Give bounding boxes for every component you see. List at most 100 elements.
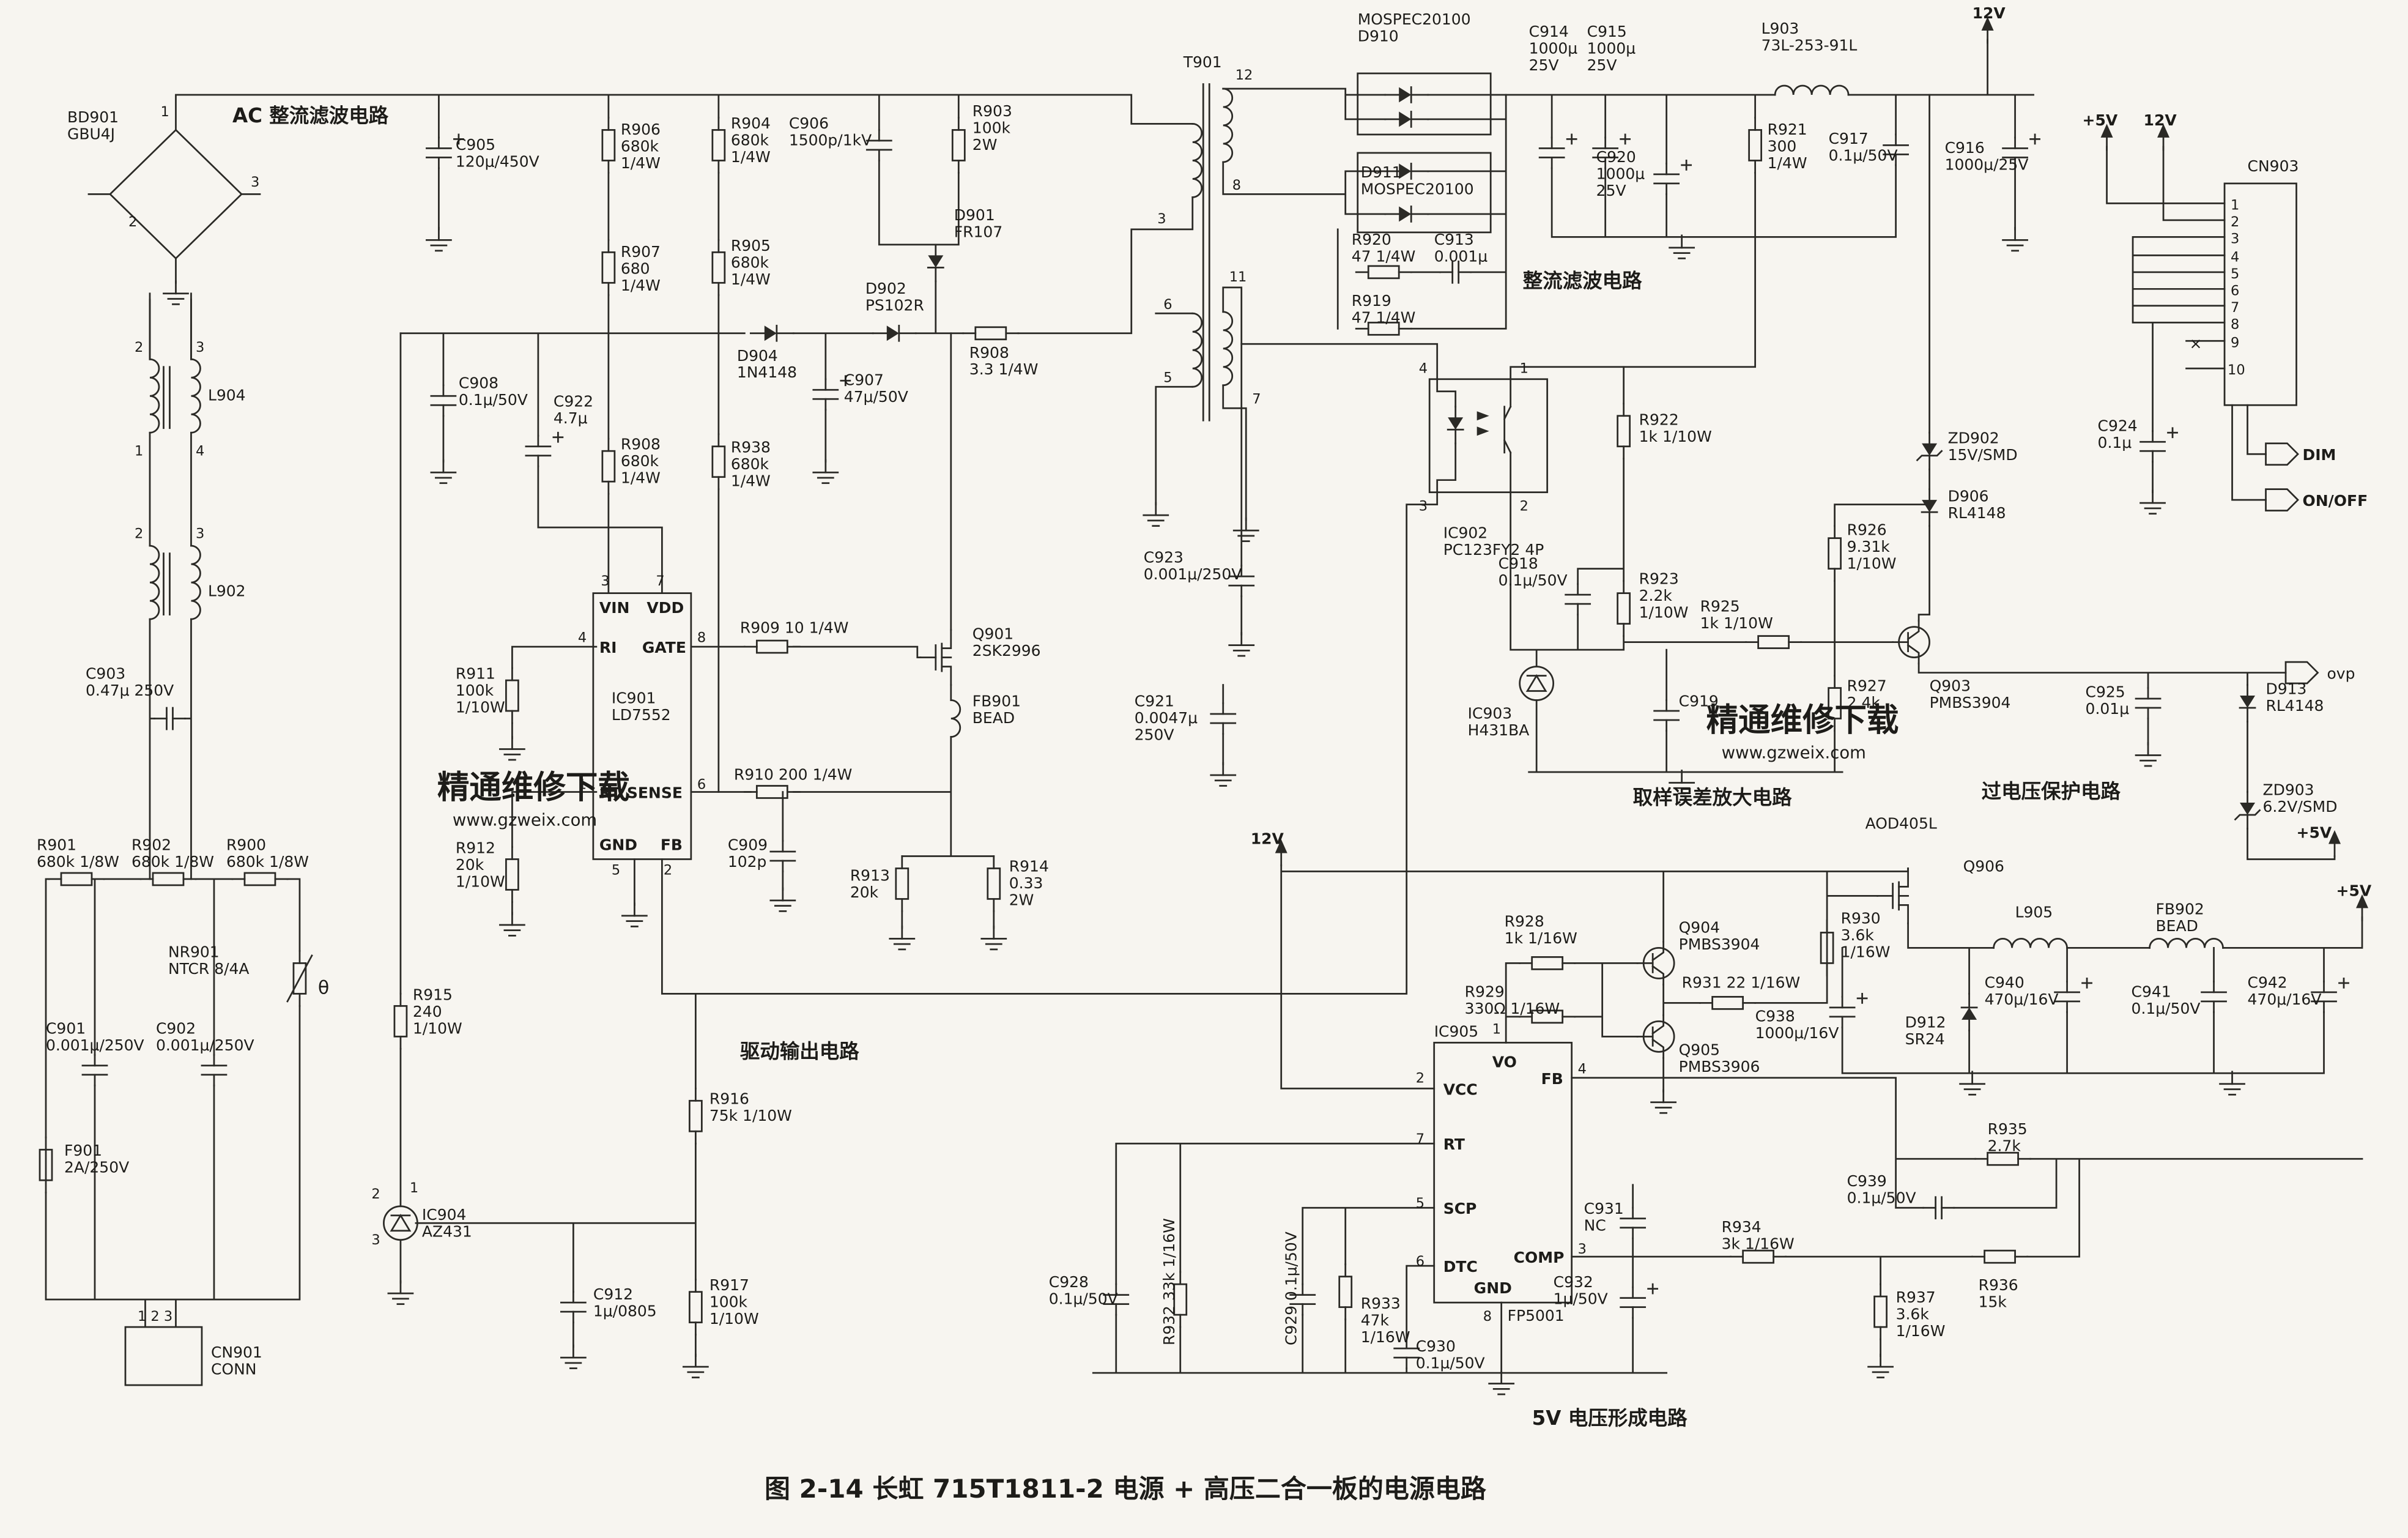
t901-pin-6: 6	[1163, 297, 1172, 313]
r910-label: R910 200 1/4W	[734, 765, 853, 783]
ic901-pin-fb: FB	[661, 836, 683, 853]
r931-label: R931 22 1/16W	[1682, 973, 1801, 991]
t901-label: T901	[1183, 53, 1222, 71]
opto-arrow-1	[1476, 411, 1489, 421]
t901-pin-12: 12	[1235, 67, 1253, 83]
l902-pin-2: 2	[135, 526, 143, 542]
ic901-pin-gate: GATE	[642, 639, 686, 656]
ic905-outline	[1433, 1041, 1573, 1304]
component-outlines	[124, 72, 2297, 1386]
ic905-pin-gnd: GND	[1474, 1279, 1512, 1297]
ic905-pin-5: 5	[1416, 1195, 1424, 1211]
ic905-pin-comp: COMP	[1514, 1249, 1565, 1266]
l902-pin-3: 3	[196, 526, 204, 542]
wires-driver	[399, 332, 1439, 1357]
capacitor-icons	[81, 129, 2349, 1369]
fb902-bead-icon	[2149, 938, 2224, 949]
ic901-pin-7: 7	[656, 573, 664, 589]
l904-pin-2: 2	[135, 340, 143, 355]
p5v-top-label: +5V	[2083, 111, 2118, 129]
l903-coil	[1774, 84, 1850, 96]
x-mark: ×	[2190, 335, 2202, 352]
ic902-optocoupler-outline	[1428, 378, 1549, 494]
d910-package-outline	[1357, 72, 1492, 136]
ic905-pin-1: 1	[1492, 1021, 1501, 1037]
l902-coil	[149, 544, 160, 620]
optocoupler-internals	[1436, 378, 1512, 494]
r932-label: R932 33k 1/16W	[1160, 1218, 1178, 1345]
watermark-url-2: www.gzweix.com	[1722, 743, 1866, 763]
bridge-pin-3: 3	[251, 174, 259, 190]
ic901-pin-rt: RT	[599, 784, 621, 801]
ic905-pin-7: 7	[1416, 1131, 1424, 1147]
ic902-pin-3: 3	[1419, 499, 1428, 515]
t901-primary-coil	[1191, 123, 1203, 198]
section-rect-filter: 整流滤波电路	[1523, 269, 1642, 292]
cn903-pin-7: 7	[2231, 300, 2239, 316]
dim-label: DIM	[2303, 446, 2336, 464]
t901-secondary-coil	[1222, 87, 1234, 163]
ic905-pin-8: 8	[1483, 1309, 1492, 1324]
v12-cn-label: 12V	[2144, 111, 2177, 129]
ic902-pin-4: 4	[1419, 361, 1428, 377]
ic905-pin-dtc: DTC	[1443, 1258, 1478, 1276]
opto-arrow-2	[1476, 426, 1489, 436]
q905-transistor-icon	[1636, 1014, 1675, 1059]
t901-pin-11: 11	[1229, 269, 1247, 285]
c929-label: C929 0.1μ/50V	[1283, 1232, 1300, 1345]
watermark-url-1: www.gzweix.com	[453, 810, 597, 830]
q906-label: Q906	[1963, 857, 2004, 875]
cn901-pins: 1 2 3	[138, 1309, 172, 1324]
l904-label: L904	[208, 387, 246, 404]
cn903-pin-4: 4	[2231, 249, 2239, 265]
q903-transistor-icon	[1892, 620, 1930, 664]
theta-mark: θ	[318, 977, 329, 998]
ic904-pin-3: 3	[371, 1232, 380, 1248]
p5v-out-label: +5V	[2336, 882, 2372, 899]
